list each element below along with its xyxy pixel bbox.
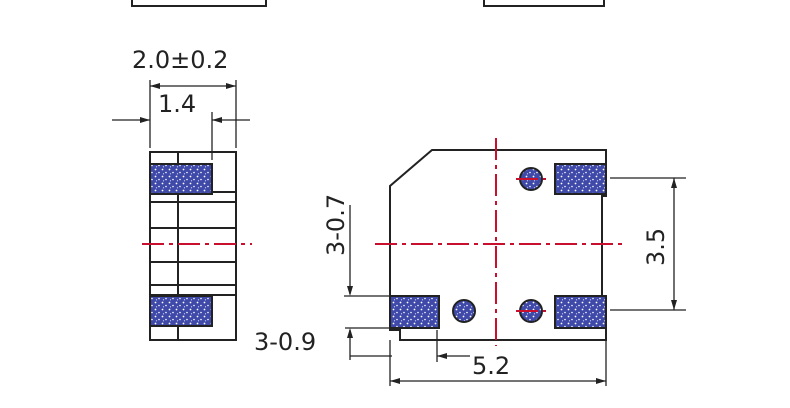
top-title-box-right bbox=[483, 0, 605, 7]
side-view: 2.0±0.2 1.4 bbox=[112, 46, 252, 341]
label-pad-pitch: 3.5 bbox=[642, 228, 670, 266]
top-view-hole-bottom-left bbox=[452, 299, 476, 323]
top-view-pad-top-right bbox=[554, 163, 607, 195]
top-title-box-left bbox=[131, 0, 267, 7]
top-view-pad-bottom-left bbox=[389, 295, 440, 329]
side-view-pad-top bbox=[149, 163, 213, 195]
label-left-width: 2.0±0.2 bbox=[132, 46, 228, 74]
side-view-body bbox=[149, 151, 237, 341]
label-pad-height: 3-0.7 bbox=[322, 194, 350, 256]
top-view: 3-0.7 3-0.9 5.2 3.5 bbox=[254, 138, 686, 386]
label-pad-width: 3-0.9 bbox=[254, 328, 316, 356]
label-overall-width: 5.2 bbox=[472, 352, 510, 380]
side-view-pad-bottom bbox=[149, 295, 213, 327]
label-left-inner: 1.4 bbox=[158, 90, 196, 118]
top-view-pad-bottom-right bbox=[554, 295, 607, 329]
